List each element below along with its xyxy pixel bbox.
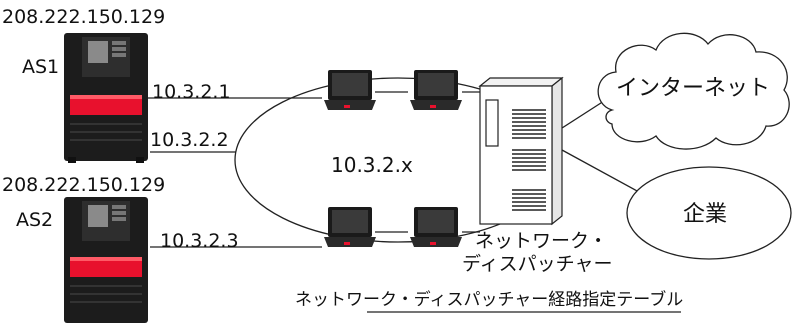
address3-label: 10.3.2.3 xyxy=(160,230,239,252)
server1-ip-label: 208.222.150.129 xyxy=(2,6,166,28)
connection-lines xyxy=(148,91,651,248)
server2-name-label: AS2 xyxy=(16,209,54,231)
dispatcher-label-line2: ディスパッチャー xyxy=(462,253,613,275)
laptop-icon xyxy=(410,207,462,247)
link-dispatcher-corporate xyxy=(561,149,651,199)
dispatcher-server-icon xyxy=(478,76,564,226)
routing-table-label: ネットワーク・ディスパッチャー経路指定テーブル xyxy=(295,290,684,310)
address1-label: 10.3.2.1 xyxy=(152,81,231,103)
cloud-icon xyxy=(597,32,790,150)
address2-label: 10.3.2.2 xyxy=(150,129,229,151)
laptop-icon xyxy=(324,207,376,247)
internet-label: インターネット xyxy=(616,76,771,101)
subnet-label: 10.3.2.x xyxy=(331,153,413,177)
server-icon xyxy=(64,33,148,163)
server1-name-label: AS1 xyxy=(22,56,60,78)
server-icon xyxy=(64,197,148,323)
laptop-icon xyxy=(324,70,376,110)
corporate-label: 企業 xyxy=(683,202,728,227)
server2-ip-label: 208.222.150.129 xyxy=(2,174,166,196)
corporate-ellipse-icon xyxy=(626,166,792,260)
laptop-icon xyxy=(410,70,462,110)
dispatcher-label-line1: ネットワーク・ xyxy=(475,230,608,252)
